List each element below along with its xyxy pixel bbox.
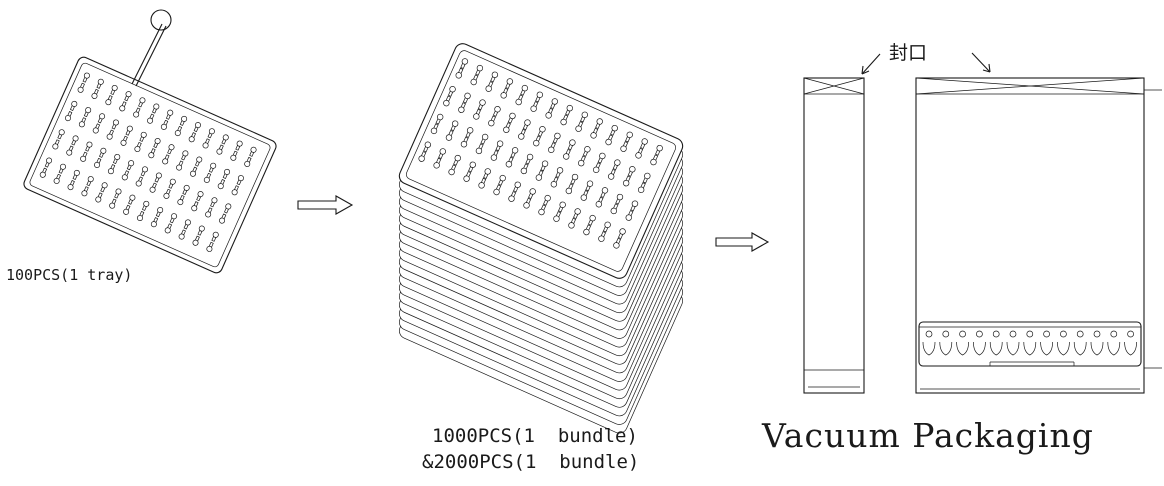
tray-stack-drawing — [398, 43, 684, 434]
vacuum-packaging-label: Vacuum Packaging — [762, 416, 1094, 455]
bundle-label-line1: 1000PCS(1 bundle) — [432, 425, 638, 447]
bag-side-view — [803, 77, 865, 394]
seal-label: 封口 — [889, 42, 928, 64]
right-arrow-icon — [715, 232, 770, 252]
single-tray-label: 100PCS(1 tray) — [6, 266, 133, 284]
pin-stem — [131, 23, 163, 85]
bundle-label-line2: &2000PCS(1 bundle) — [422, 451, 640, 473]
pointer-arrow-icon — [971, 52, 991, 73]
right-arrow-icon — [297, 195, 354, 215]
bag-front-view — [915, 77, 1162, 394]
single-tray-drawing — [23, 9, 277, 274]
pointer-arrow-icon — [861, 53, 881, 75]
pin-head — [150, 9, 172, 31]
